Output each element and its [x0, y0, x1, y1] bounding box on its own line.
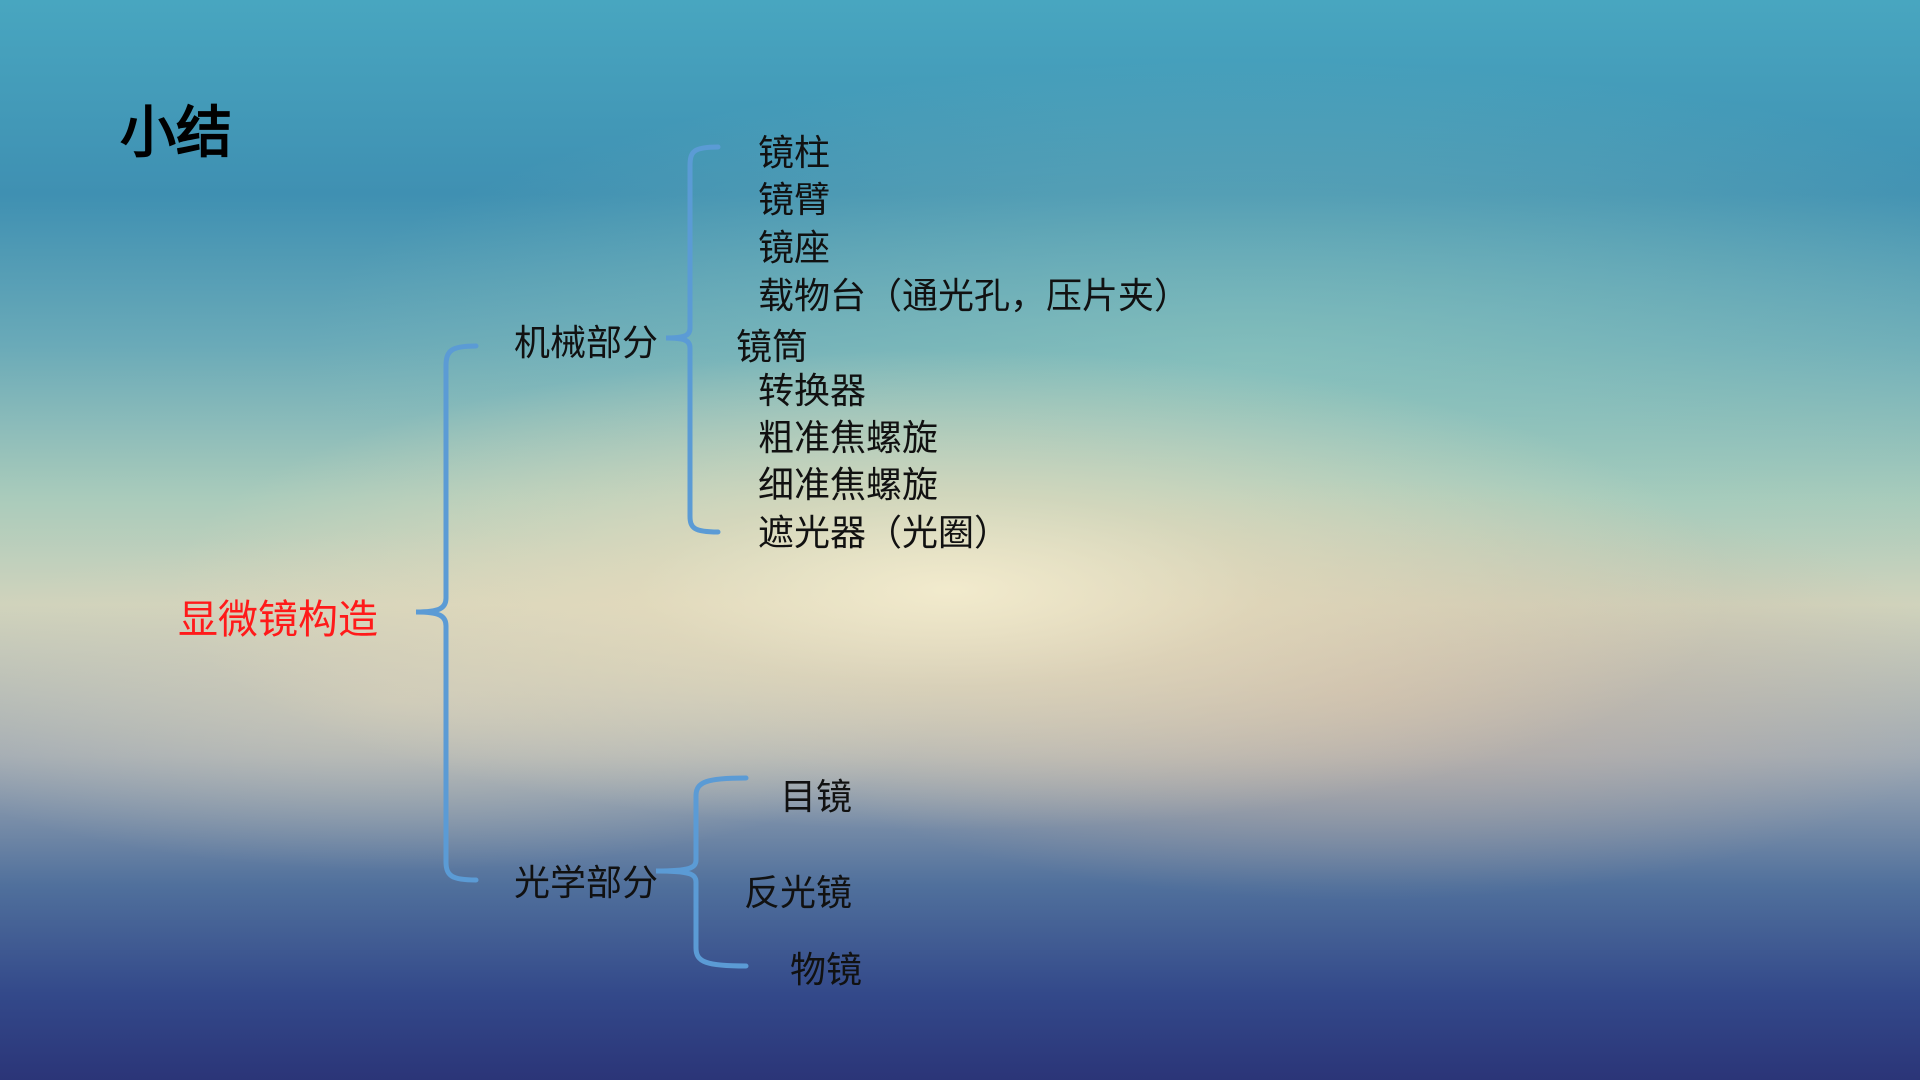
leaf-item: 目镜: [780, 777, 853, 818]
leaf-item: 反光镜: [744, 873, 853, 914]
slide-title: 小结: [120, 101, 232, 166]
branch-label-optical: 光学部分: [514, 863, 659, 904]
leaf-item: 镜柱: [758, 133, 831, 174]
leaf-item: 遮光器（光圈）: [758, 513, 1011, 554]
leaf-item: 镜筒: [736, 327, 809, 368]
root-label: 显微镜构造: [178, 597, 378, 643]
leaf-item: 镜座: [758, 228, 831, 269]
optical-brace: [655, 775, 749, 969]
leaf-item: 物镜: [790, 950, 863, 991]
leaf-item: 镜臂: [758, 180, 831, 221]
mechanical-brace: [665, 144, 721, 535]
branch-label-mechanical: 机械部分: [514, 323, 659, 364]
leaf-item: 转换器: [758, 371, 867, 412]
leaf-item: 粗准焦螺旋: [758, 418, 939, 459]
leaf-item: 细准焦螺旋: [758, 465, 939, 506]
root-brace: [415, 343, 479, 883]
leaf-item: 载物台（通光孔，压片夹）: [758, 276, 1191, 317]
